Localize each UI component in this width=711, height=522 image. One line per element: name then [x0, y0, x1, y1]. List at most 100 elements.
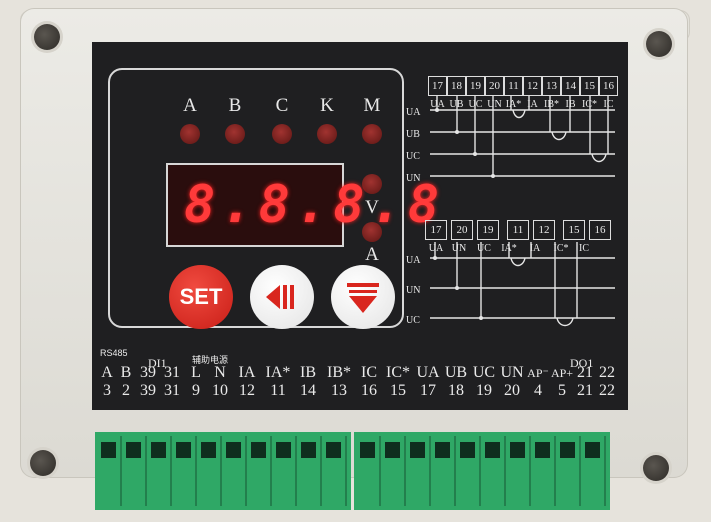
terminal-screw — [410, 442, 425, 458]
terminal-number: 5 — [558, 382, 566, 399]
led-b — [225, 124, 245, 144]
terminal-screw — [585, 442, 600, 458]
shift-left-icon — [266, 285, 294, 309]
terminal-label: UC — [472, 364, 496, 381]
terminal-number: 14 — [300, 382, 316, 399]
terminal-label: A — [101, 364, 113, 381]
set-button-label: SET — [179, 284, 223, 309]
terminal-label: IB* — [327, 364, 351, 381]
terminal-screw — [126, 442, 141, 458]
d1-terminal-label: IA* — [505, 99, 522, 110]
terminal-number: 39 — [140, 382, 156, 399]
terminal-number: 12 — [239, 382, 255, 399]
terminal-label: IC — [361, 364, 377, 381]
d1-terminal: 17 — [428, 76, 447, 96]
terminal-screw — [460, 442, 475, 458]
d1-terminal-label: IC — [603, 99, 614, 110]
d1-terminals: 17 18 19 20 11 12 13 14 15 16 UA UB UC U… — [428, 76, 618, 114]
terminal-label: UA — [416, 364, 440, 381]
wiring-lines-1 — [430, 96, 615, 178]
led-a-amp — [362, 222, 382, 242]
shift-left-button[interactable] — [250, 265, 314, 329]
d1-terminal: 11 — [504, 76, 523, 96]
set-button[interactable]: SET — [169, 265, 233, 329]
d1-terminal: 19 — [466, 76, 485, 96]
led-label-k: K — [320, 95, 334, 116]
d2-terminal-label: UN — [451, 243, 467, 254]
d1-terminal: 12 — [523, 76, 542, 96]
led-c — [272, 124, 292, 144]
terminal-number: 20 — [504, 382, 520, 399]
d1-line-ua: UA — [406, 107, 421, 118]
led-label-v: V — [365, 197, 379, 218]
terminal-label: 22 — [599, 364, 615, 381]
aux-power-label: 辅助电源 — [192, 356, 229, 366]
terminal-label: IA — [238, 364, 256, 381]
d2-terminal: 11 — [507, 220, 529, 240]
d1-terminal: 15 — [580, 76, 599, 96]
d1-terminal-label: UB — [449, 99, 464, 110]
seven-segment-display: 8.8.8.8 — [166, 163, 439, 247]
d1-terminal-label: UC — [468, 99, 483, 110]
terminal-labels-row: A B 39 31 L N IA IA* IB IB* IC IC* UA UB… — [98, 364, 618, 382]
terminal-screw — [226, 442, 241, 458]
down-button[interactable] — [331, 265, 395, 329]
led-m — [362, 124, 382, 144]
led-k — [317, 124, 337, 144]
terminal-number: 17 — [420, 382, 436, 399]
d2-terminal-label: IC — [579, 243, 589, 254]
d2-line-ua: UA — [406, 255, 421, 266]
d1-terminal-label: IC* — [582, 99, 597, 110]
d2-terminal: 20 — [451, 220, 473, 240]
d2-terminal-label: IA — [529, 243, 541, 254]
d2-terminal: 19 — [477, 220, 499, 240]
terminal-label: IC* — [386, 364, 410, 381]
mounting-hole-tl — [34, 24, 60, 50]
wiring-diagram-3wire — [405, 218, 620, 330]
terminal-screw — [485, 442, 500, 458]
led-label-b: B — [228, 95, 242, 116]
terminal-screw — [151, 442, 166, 458]
terminal-number: 13 — [331, 382, 347, 399]
di1-label: DI1 — [148, 356, 167, 370]
d2-terminal: 12 — [533, 220, 555, 240]
mounting-hole-tr — [646, 31, 672, 57]
rs485-label: RS485 — [100, 348, 128, 358]
d1-terminal-label: IB — [565, 99, 576, 110]
terminal-label: AP+ — [550, 366, 574, 380]
led-label-amp: A — [365, 244, 379, 265]
terminal-screw — [101, 442, 116, 458]
terminal-screw — [560, 442, 575, 458]
terminal-label: AP⁻ — [527, 366, 549, 380]
terminal-number: 2 — [122, 382, 130, 399]
d1-terminal: 14 — [561, 76, 580, 96]
terminal-number: 31 — [164, 382, 180, 399]
led-label-a: A — [183, 95, 197, 116]
led-label-m: M — [363, 95, 381, 116]
terminal-screw — [535, 442, 550, 458]
d1-terminal: 16 — [599, 76, 618, 96]
d2-line-un: UN — [406, 285, 421, 296]
wiring-diagram-4wire — [405, 72, 620, 182]
wiring-lines-2 — [430, 242, 615, 327]
d1-terminal-label: IA — [527, 99, 538, 110]
terminal-number: 21 — [577, 382, 593, 399]
do1-label: DO1 — [570, 356, 594, 370]
terminal-screw — [326, 442, 341, 458]
terminal-screw — [385, 442, 400, 458]
terminal-label: IA* — [265, 364, 291, 381]
terminal-numbers-row: 3 2 39 31 9 10 12 11 14 13 16 15 17 18 1… — [98, 382, 618, 400]
d1-terminal: 18 — [447, 76, 466, 96]
display-frame — [108, 68, 404, 328]
terminal-label: IB — [300, 364, 316, 381]
d2-terminals: 17 20 19 11 12 15 16 UA UN UC IA* IA IC*… — [425, 220, 615, 258]
terminal-screw — [176, 442, 191, 458]
terminal-number: 15 — [390, 382, 406, 399]
terminal-label: B — [120, 364, 132, 381]
d1-terminal-label: UA — [430, 99, 445, 110]
terminal-number: 19 — [476, 382, 492, 399]
d1-terminal-label: UN — [487, 99, 502, 110]
terminal-screw — [251, 442, 266, 458]
led-a — [180, 124, 200, 144]
d2-terminal-label: IA* — [501, 243, 517, 254]
